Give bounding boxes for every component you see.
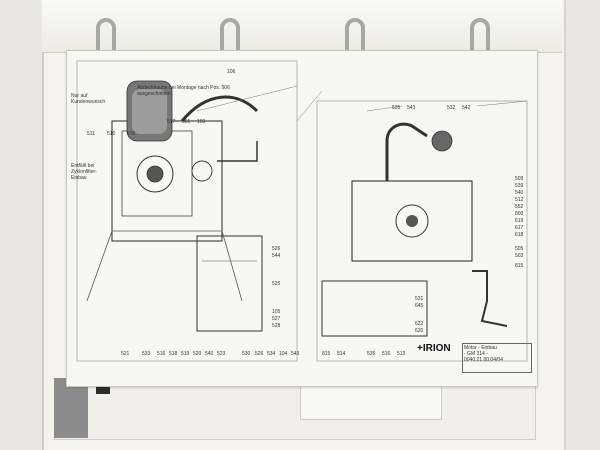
callout-bl-3: 516 <box>157 351 166 357</box>
callout-bl-12: 104 <box>279 351 288 357</box>
callout-bl-6: 520 <box>193 351 202 357</box>
top-note: Abdeckhaube bei Montage nach Pos. 506 au… <box>137 85 230 97</box>
callout-rs-11: 503 <box>515 253 524 259</box>
callout-left-5: 501 <box>182 119 191 125</box>
callout-rs-2: 539 <box>515 183 524 189</box>
callout-rs-5: 552 <box>515 204 524 210</box>
title-line-2: - GM 314 - <box>464 351 488 357</box>
callout-bl-5: 519 <box>181 351 190 357</box>
callout-mid-9: 622 <box>415 321 424 327</box>
callout-mid-3: 525 <box>272 281 281 287</box>
callout-bl-8: 523 <box>217 351 226 357</box>
callout-bl-7: 540 <box>205 351 214 357</box>
title-line-3: 0040.21.00.04/04 <box>464 357 503 363</box>
callout-mid-1: 526 <box>272 246 281 252</box>
callout-bl-2: 533 <box>142 351 151 357</box>
callout-rs-8: 617 <box>515 225 524 231</box>
callout-rs-4: 512 <box>515 197 524 203</box>
callout-left-2: 510 <box>107 131 116 137</box>
tab-strip <box>54 378 88 438</box>
callout-right-top-2: 543 <box>407 105 416 111</box>
callout-bl-13: 543 <box>291 351 300 357</box>
callout-br-5: 513 <box>397 351 406 357</box>
callout-bl-10: 526 <box>255 351 264 357</box>
callout-right-top-3: 532 <box>447 105 456 111</box>
title-line-1: Motor - Einbau <box>464 345 497 351</box>
callout-mid-2: 544 <box>272 253 281 259</box>
callout-left-1: 511 <box>87 131 95 137</box>
callout-bl-9: 530 <box>242 351 251 357</box>
engine-drawing <box>76 60 528 362</box>
callout-left-6: 103 <box>197 119 206 125</box>
callout-right-top-1: 535 <box>392 105 401 111</box>
callout-rs-12: 815 <box>515 263 524 269</box>
brand-logo: +IRION <box>417 343 451 354</box>
leader-106: 106 <box>227 69 236 75</box>
callout-mid-10: 620 <box>415 328 424 334</box>
callout-mid-4: 105 <box>272 309 281 315</box>
callout-right-top-4: 542 <box>462 105 471 111</box>
title-block: Motor - Einbau - GM 314 - 0040.21.00.04/… <box>462 343 532 373</box>
drawing-sheet: Abdeckhaube bei Montage nach Pos. 506 au… <box>66 50 538 387</box>
callout-mid-7: 531 <box>415 296 424 302</box>
callout-bl-11: 534 <box>267 351 276 357</box>
callout-mid-6: 528 <box>272 323 281 329</box>
left-note-2: Entfällt bei Zyklonfilter-Einbau <box>71 163 97 181</box>
callout-rs-7: 619 <box>515 218 524 224</box>
callout-mid-8: 645 <box>415 303 424 309</box>
callout-bl-4: 518 <box>169 351 178 357</box>
callout-br-3: 535 <box>367 351 376 357</box>
callout-rs-6: 800 <box>515 211 524 217</box>
callout-rs-9: 618 <box>515 232 524 238</box>
callout-br-1: 815 <box>322 351 331 357</box>
callout-br-2: 814 <box>337 351 346 357</box>
callout-left-3: 516 <box>127 131 136 137</box>
callout-rs-1: 509 <box>515 176 524 182</box>
left-note-1: Nur auf Kundenwunsch <box>71 93 106 105</box>
callout-bl-1: 521 <box>121 351 130 357</box>
callout-rs-3: 540 <box>515 190 524 196</box>
underlying-pages <box>54 378 536 440</box>
callout-left-4: 517 <box>167 119 176 125</box>
callout-mid-5: 527 <box>272 316 281 322</box>
callout-rs-10: 505 <box>515 246 524 252</box>
callout-br-4: 516 <box>382 351 391 357</box>
